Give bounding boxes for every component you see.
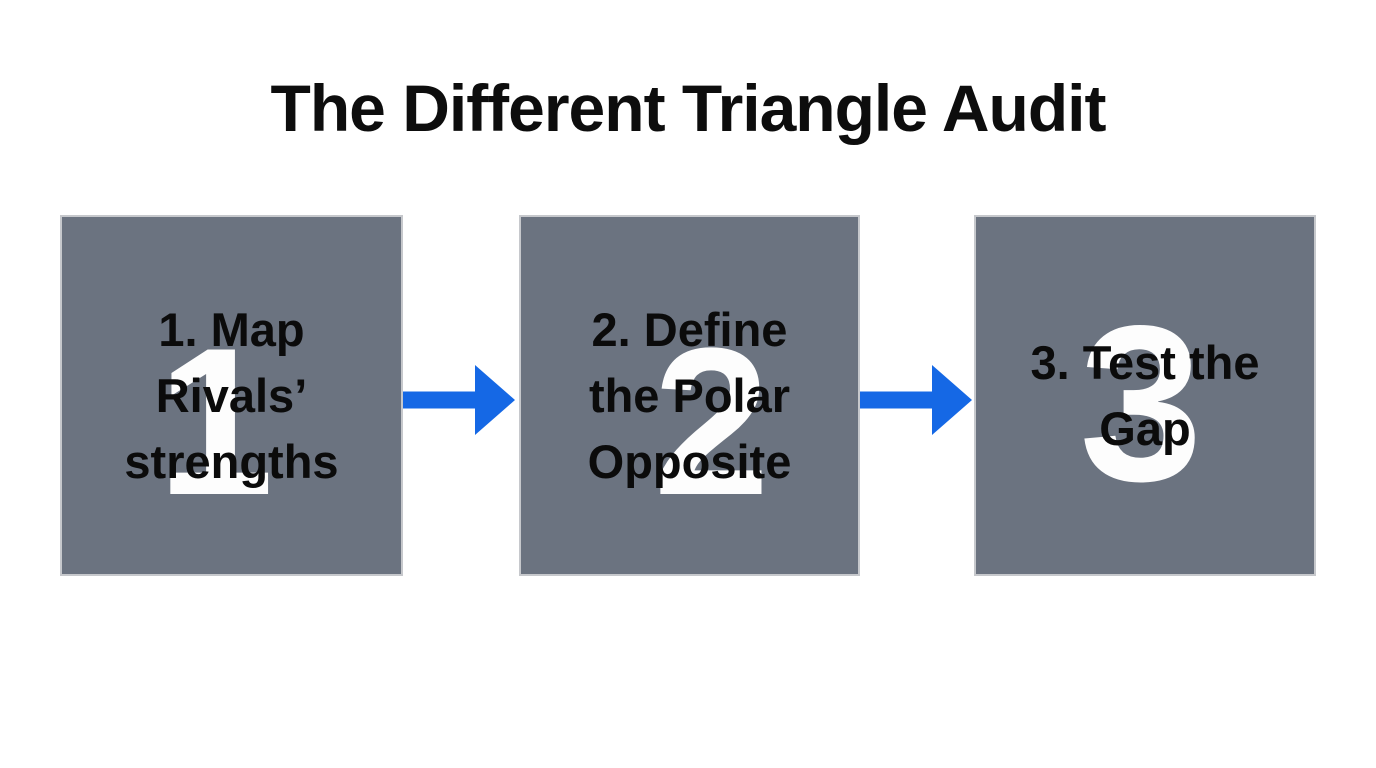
step-label-3: 3. Test the Gap [1031, 330, 1260, 462]
step-box-3: 3 3. Test the Gap [974, 215, 1316, 576]
right-arrow-icon [860, 365, 972, 435]
step-number-2: 2 [653, 304, 770, 540]
step-number-1: 1 [157, 304, 274, 540]
step-label-1: 1. Map Rivals’ strengths [124, 297, 338, 495]
step-box-2: 2 2. Define the Polar Opposite [519, 215, 860, 576]
right-arrow-icon [403, 365, 515, 435]
step-label-line: Opposite [587, 434, 792, 488]
page-title: The Different Triangle Audit [270, 71, 1107, 145]
step-label-line: Gap [1099, 401, 1191, 455]
step-label-line: 1. Map [158, 302, 305, 356]
step-label-line: 3. Test the [1030, 335, 1260, 389]
step-label-line: strengths [124, 434, 339, 488]
step-box-1: 1 1. Map Rivals’ strengths [60, 215, 403, 576]
step-label-line: the Polar [588, 368, 791, 422]
step-number-3: 3 [1079, 280, 1203, 529]
step-label-2: 2. Define the Polar Opposite [588, 297, 792, 495]
step-label-line: Rivals’ [155, 368, 308, 422]
step-label-line: 2. Define [591, 302, 788, 356]
